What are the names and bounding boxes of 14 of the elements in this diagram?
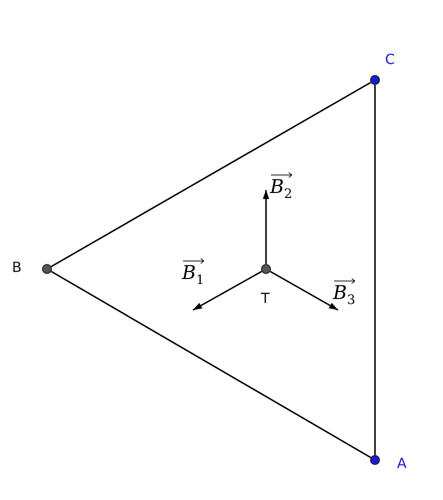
point-label: T bbox=[261, 291, 270, 307]
vector-label: B$_{3}$ bbox=[333, 282, 356, 304]
point-label: C bbox=[385, 52, 395, 68]
vector-label: B$_{2}$ bbox=[270, 176, 292, 198]
point-dot bbox=[370, 75, 380, 85]
point-dot bbox=[42, 264, 52, 274]
triangle-side bbox=[50, 270, 372, 458]
triangle-side bbox=[50, 82, 372, 268]
vector-label: B$_{1}$ bbox=[182, 262, 204, 284]
point-label: B bbox=[12, 260, 22, 276]
point-dot bbox=[370, 455, 380, 465]
point-dot bbox=[261, 264, 271, 274]
triangle-side bbox=[374, 85, 376, 455]
point-label: A bbox=[397, 456, 407, 472]
